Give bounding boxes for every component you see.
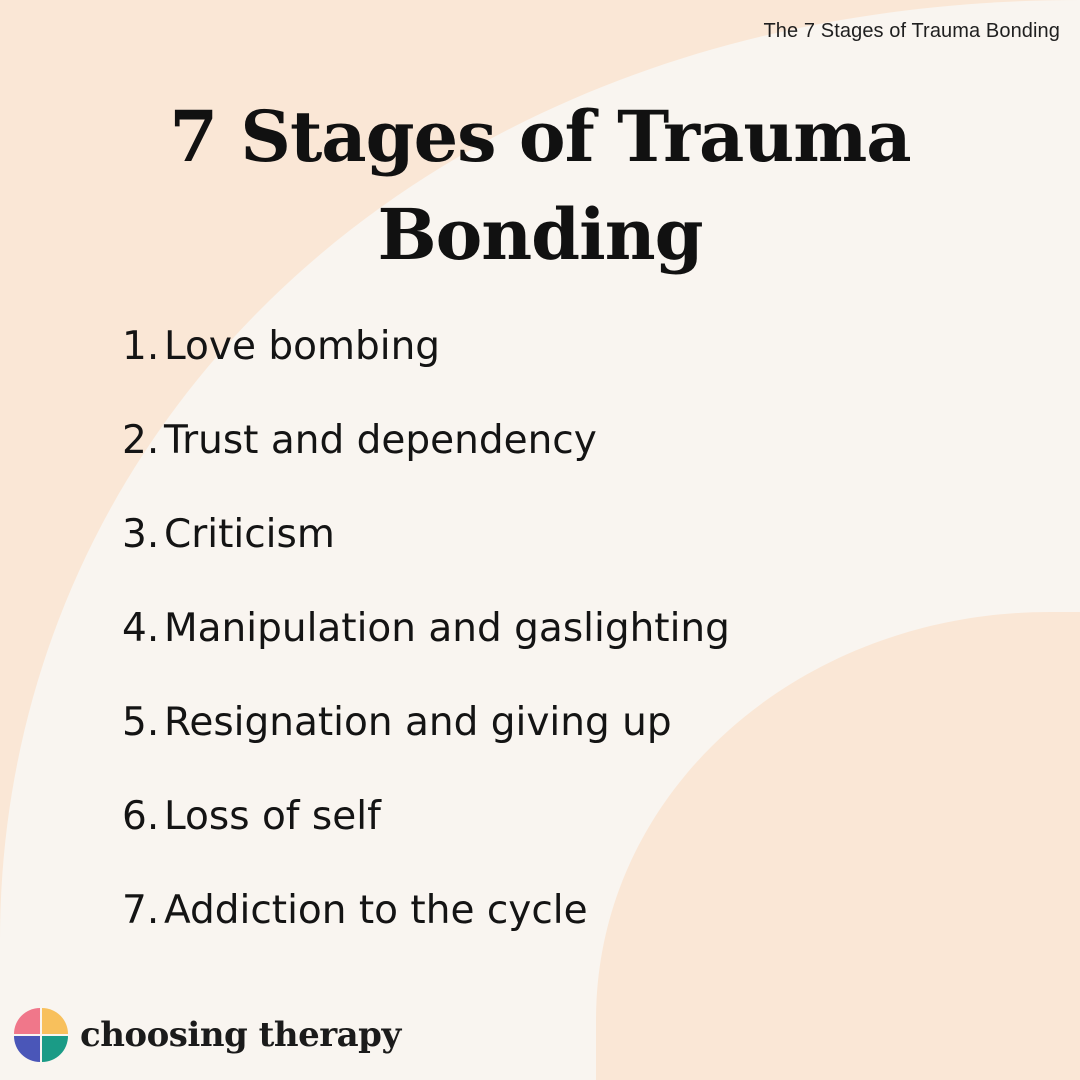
stage-list: 1. Love bombing 2. Trust and dependency … xyxy=(122,324,730,982)
logo-blue-quarter xyxy=(14,1036,40,1062)
stage-label: Criticism xyxy=(164,512,335,557)
stage-label: Love bombing xyxy=(164,324,441,369)
stage-label: Resignation and giving up xyxy=(164,700,672,745)
list-item: 2. Trust and dependency xyxy=(122,418,730,512)
stage-number: 7. xyxy=(122,888,160,933)
logo-teal-quarter xyxy=(42,1036,68,1062)
brand-logo: choosing therapy xyxy=(14,1008,401,1062)
list-item: 5. Resignation and giving up xyxy=(122,700,730,794)
stage-number: 5. xyxy=(122,700,160,745)
list-item: 1. Love bombing xyxy=(122,324,730,418)
header-caption: The 7 Stages of Trauma Bonding xyxy=(763,20,1060,42)
stage-number: 1. xyxy=(122,324,160,369)
background-peach-corner xyxy=(596,612,1080,1080)
list-item: 7. Addiction to the cycle xyxy=(122,888,730,982)
logo-yellow-quarter xyxy=(42,1008,68,1034)
stage-label: Trust and dependency xyxy=(164,418,597,463)
list-item: 4. Manipulation and gaslighting xyxy=(122,606,730,700)
stage-number: 3. xyxy=(122,512,160,557)
list-item: 6. Loss of self xyxy=(122,794,730,888)
page-title: 7 Stages of Trauma Bonding xyxy=(169,95,911,276)
choosing-therapy-logo-icon xyxy=(14,1008,68,1062)
stage-label: Manipulation and gaslighting xyxy=(164,606,730,651)
stage-label: Addiction to the cycle xyxy=(164,888,588,933)
stage-number: 6. xyxy=(122,794,160,839)
stage-number: 2. xyxy=(122,418,160,463)
list-item: 3. Criticism xyxy=(122,512,730,606)
stage-label: Loss of self xyxy=(164,794,381,839)
logo-pink-quarter xyxy=(14,1008,40,1034)
stage-number: 4. xyxy=(122,606,160,651)
brand-name: choosing therapy xyxy=(80,1015,401,1055)
